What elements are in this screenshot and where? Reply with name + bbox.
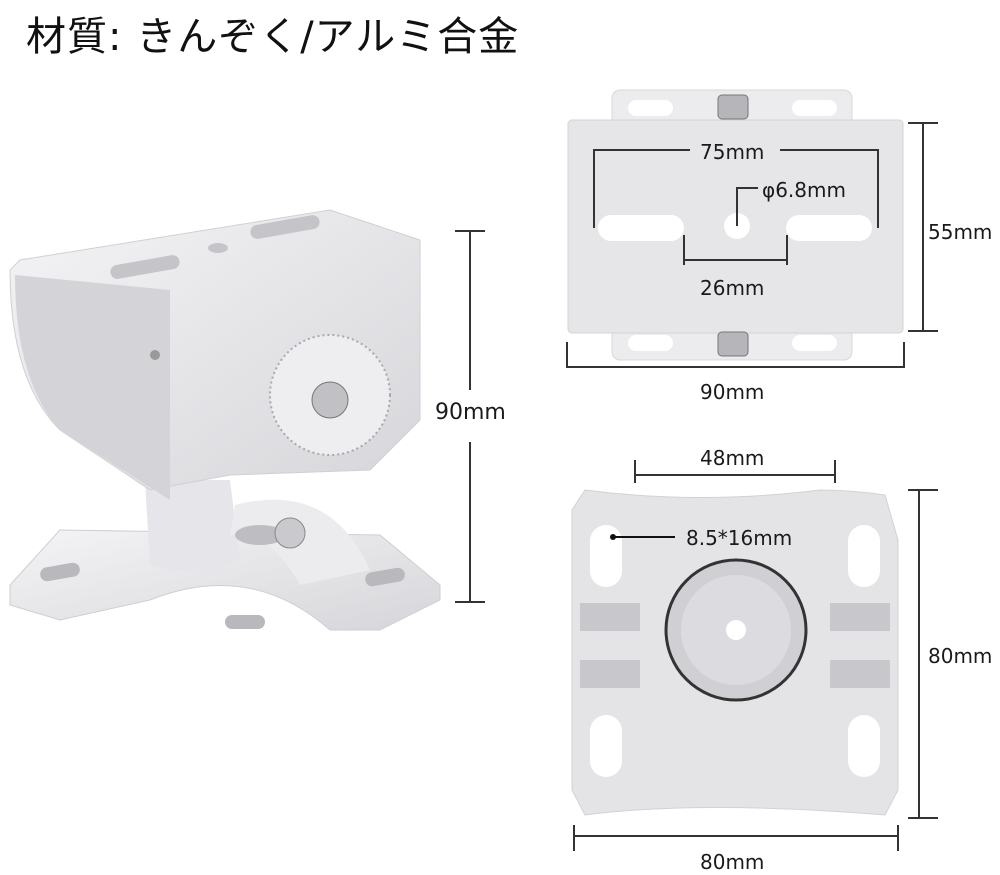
base-width-line	[573, 835, 898, 837]
material-title: 材質: きんぞく/アルミ合金	[26, 14, 520, 60]
base-height-tick-top	[908, 489, 938, 491]
dim-line-90-upper	[469, 230, 471, 390]
perspective-height-label: 90mm	[435, 400, 506, 425]
top-width-tick-left	[566, 342, 568, 368]
base-width-label: 80mm	[700, 850, 765, 874]
bracket-perspective-image	[9, 209, 441, 631]
base-slot-size-label: 8.5*16mm	[686, 526, 793, 550]
top-hole-diameter-label: φ6.8mm	[762, 178, 846, 202]
top-plate-image	[567, 89, 904, 361]
dim-tick-bottom	[455, 601, 485, 603]
base-height-line	[918, 489, 920, 817]
top-height-line	[922, 122, 924, 330]
base-height-label: 80mm	[928, 644, 993, 668]
top-height-tick-bottom	[908, 330, 938, 332]
top-width-label: 90mm	[700, 380, 765, 404]
dim-line-90-lower	[469, 442, 471, 602]
base-height-tick-bottom	[908, 817, 938, 819]
top-inner-gap-label: 26mm	[700, 276, 765, 300]
base-top-width-label: 48mm	[700, 446, 765, 470]
top-height-label: 55mm	[928, 220, 993, 244]
base-width-tick-right	[897, 825, 899, 851]
base-plate-image	[571, 460, 899, 816]
base-width-tick-left	[573, 825, 575, 851]
top-slot-spacing-label: 75mm	[700, 140, 765, 164]
top-width-tick-right	[903, 342, 905, 368]
top-width-line	[566, 366, 904, 368]
